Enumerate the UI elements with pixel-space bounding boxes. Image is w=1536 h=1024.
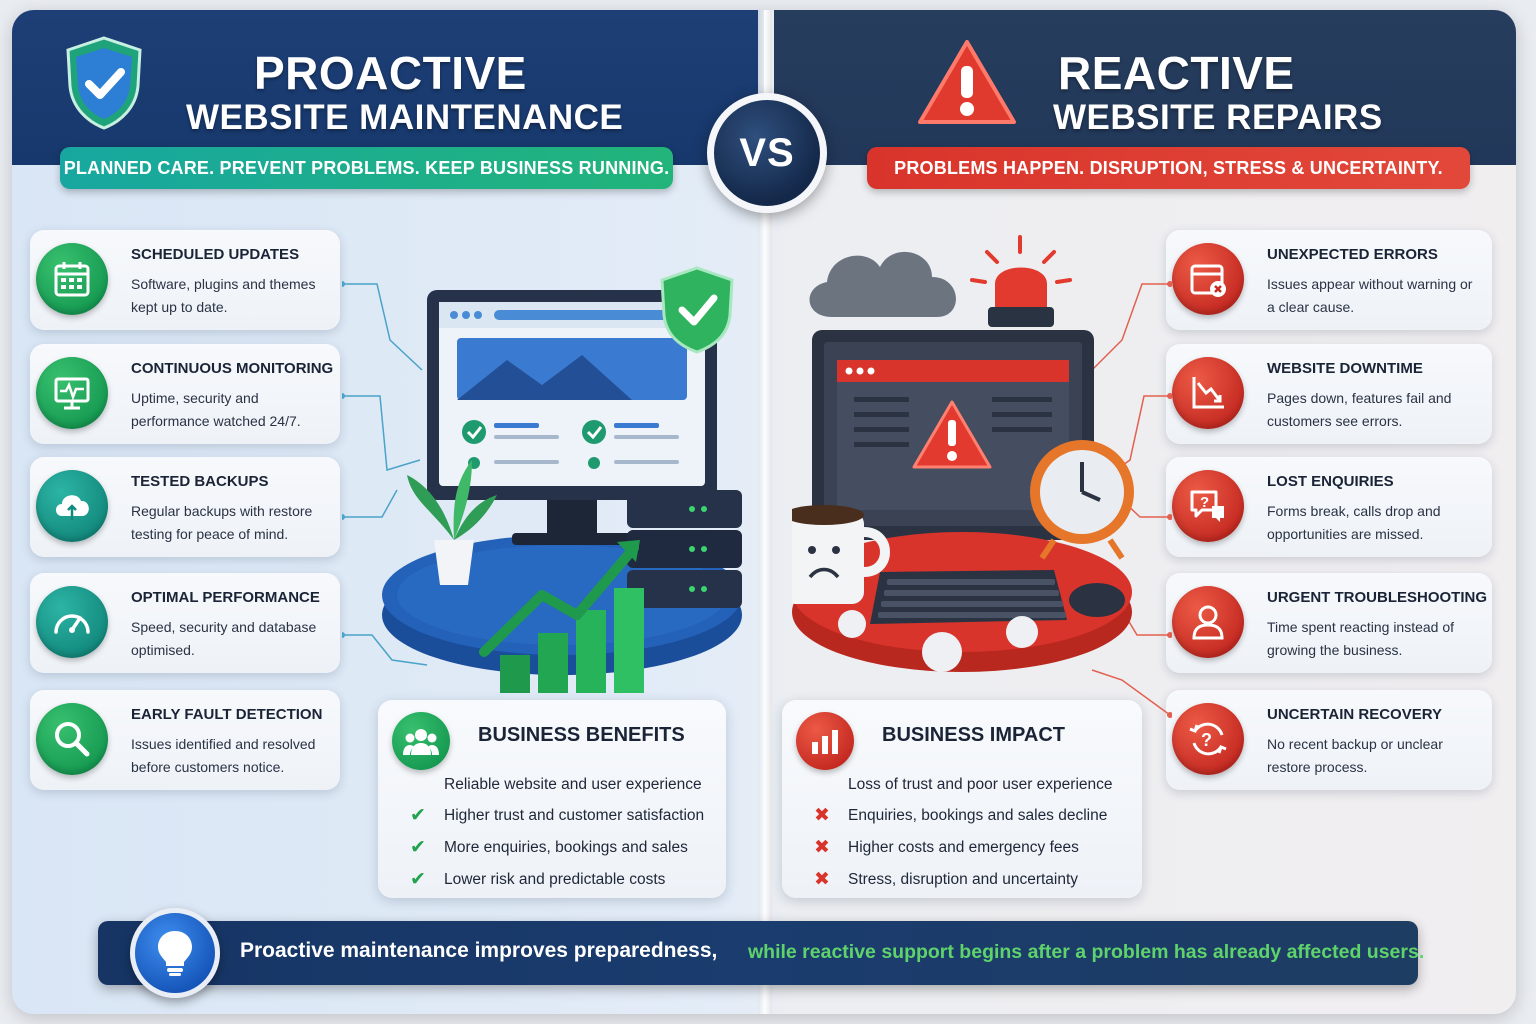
impact-line: Loss of trust and poor user experience [848,776,1113,793]
card-unexpected-errors: UNEXPECTED ERRORS Issues appear without … [1166,230,1492,330]
calendar-error-icon [1172,243,1244,315]
card-lost-enquiries: ? LOST ENQUIRIES Forms break, calls drop… [1166,457,1492,557]
card-scheduled-updates: SCHEDULED UPDATES Software, plugins and … [30,230,340,330]
card-website-downtime: WEBSITE DOWNTIME Pages down, features fa… [1166,344,1492,444]
card-title: EARLY FAULT DETECTION [131,706,323,723]
card-desc: Forms break, calls drop and opportunitie… [1267,503,1441,542]
magnifier-icon [36,703,108,775]
card-desc: Issues appear without warning or a clear… [1267,276,1473,315]
card-title: LOST ENQUIRIES [1267,473,1394,490]
card-desc: Uptime, security and performance watched… [131,390,301,429]
reactive-tagline: PROBLEMS HAPPEN. DISRUPTION, STRESS & UN… [867,147,1470,189]
cross-icon: ✖ [814,869,830,890]
benefit-line: More enquiries, bookings and sales [444,839,688,856]
question-cycle-icon: ? [1172,703,1244,775]
benefit-line: Higher trust and customer satisfaction [444,807,705,824]
reactive-header [774,10,1516,165]
person-icon [1172,586,1244,658]
bar-chart-icon [796,712,854,770]
lightbulb-icon [130,908,220,998]
left-connector-lines [342,281,428,666]
proactive-tagline: PLANNED CARE. PREVENT PROBLEMS. KEEP BUS… [60,147,673,189]
card-title: UNCERTAIN RECOVERY [1267,706,1443,723]
card-title: TESTED BACKUPS [131,473,269,490]
benefit-line: Lower risk and predictable costs [444,871,666,888]
business-impact-title: BUSINESS IMPACT [882,724,1065,746]
card-desc: No recent backup or unclear restore proc… [1267,736,1443,775]
reactive-illustration [792,232,1172,682]
warning-triangle-icon [914,36,1020,130]
card-title: WEBSITE DOWNTIME [1267,360,1423,377]
question-bubble-icon: ? [1172,470,1244,542]
chart-down-icon [1172,357,1244,429]
card-continuous-monitoring: CONTINUOUS MONITORING Uptime, security a… [30,344,340,444]
impact-line: Stress, disruption and uncertainty [848,871,1079,888]
reactive-title-line2: WEBSITE REPAIRS [1053,98,1383,137]
card-desc: Speed, security and database optimised. [131,619,317,658]
right-connector-lines [1091,281,1172,718]
proactive-title-line2: WEBSITE MAINTENANCE [186,98,624,137]
people-group-icon [392,712,450,770]
card-optimal-performance: OPTIMAL PERFORMANCE Speed, security and … [30,573,340,673]
card-title: SCHEDULED UPDATES [131,246,300,263]
card-title: UNEXPECTED ERRORS [1267,246,1438,263]
card-desc: Regular backups with restore testing for… [131,503,313,542]
check-icon: ✔ [410,869,426,890]
business-impact-box: BUSINESS IMPACT Loss of trust and poor u… [782,700,1142,898]
cloud-backup-icon [36,470,108,542]
check-icon: ✔ [410,805,426,826]
svg-text:?: ? [1200,494,1209,511]
bottom-banner: Proactive maintenance improves preparedn… [98,921,1424,985]
card-desc: Pages down, features fail and customers … [1267,390,1452,429]
business-benefits-title: BUSINESS BENEFITS [478,724,685,746]
svg-text:?: ? [1201,730,1212,750]
card-title: CONTINUOUS MONITORING [131,360,334,377]
proactive-title-line1: PROACTIVE [254,47,527,99]
card-tested-backups: TESTED BACKUPS Regular backups with rest… [30,457,340,557]
card-early-fault-detection: EARLY FAULT DETECTION Issues identified … [30,690,340,790]
infographic-frame: PROACTIVE WEBSITE MAINTENANCE PLANNED CA… [12,10,1516,1014]
cross-icon: ✖ [814,805,830,826]
impact-line: Higher costs and emergency fees [848,839,1079,856]
card-uncertain-recovery: ? UNCERTAIN RECOVERY No recent backup or… [1166,690,1492,790]
benefit-line: Reliable website and user experience [444,776,702,793]
card-title: URGENT TROUBLESHOOTING [1267,589,1487,606]
proactive-illustration [372,260,762,700]
center-divider [758,10,772,1014]
card-title: OPTIMAL PERFORMANCE [131,589,320,606]
banner-text-part2: while reactive support begins after a pr… [748,941,1425,963]
monitor-pulse-icon [36,357,108,429]
check-icon: ✔ [410,837,426,858]
business-benefits-box: BUSINESS BENEFITS Reliable website and u… [378,700,726,898]
vs-badge: VS [707,93,827,213]
speedometer-icon [36,586,108,658]
card-desc: Software, plugins and themes kept up to … [131,276,316,315]
impact-line: Enquiries, bookings and sales decline [848,807,1108,824]
card-urgent-troubleshooting: URGENT TROUBLESHOOTING Time spent reacti… [1166,573,1492,673]
card-desc: Issues identified and resolved before cu… [131,736,316,775]
shield-check-icon [62,34,146,132]
card-desc: Time spent reacting instead of growing t… [1267,619,1455,658]
reactive-title-line1: REACTIVE [1058,47,1295,99]
banner-text-part1: Proactive maintenance improves preparedn… [240,939,718,962]
calendar-icon [36,243,108,315]
cross-icon: ✖ [814,837,830,858]
